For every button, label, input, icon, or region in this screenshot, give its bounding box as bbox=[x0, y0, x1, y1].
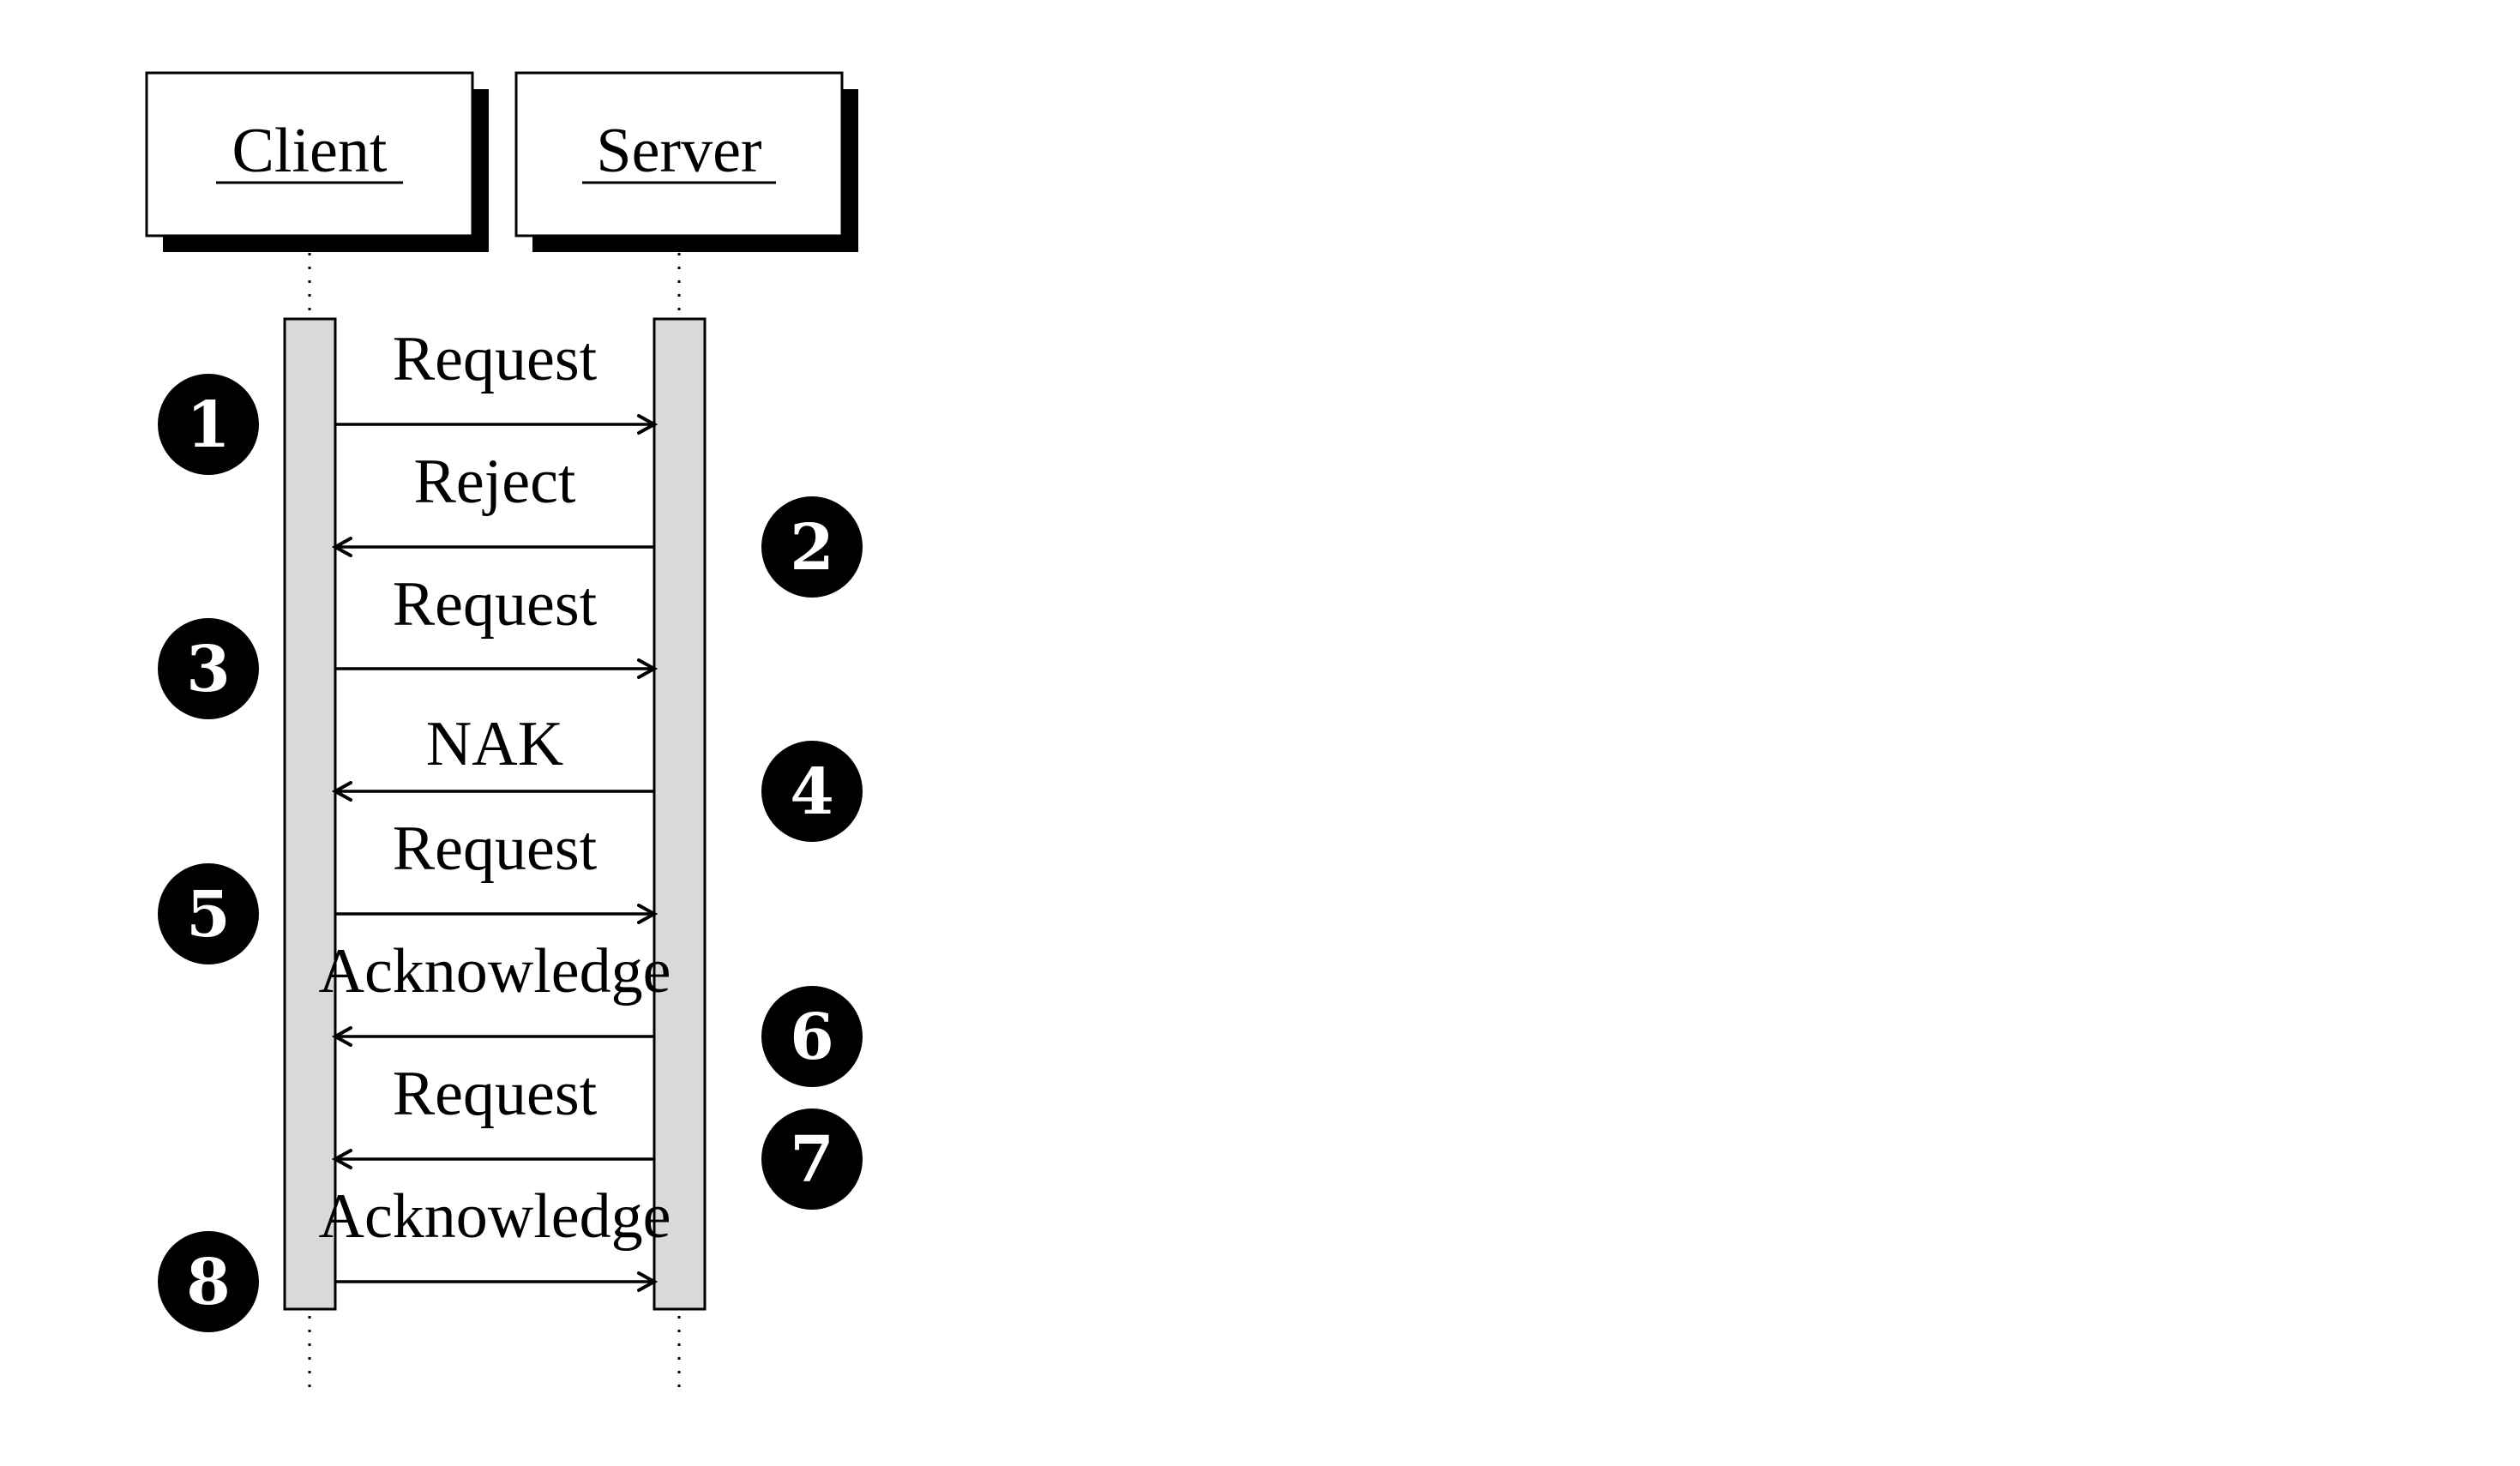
message-6: Acknowledge 6 bbox=[319, 936, 863, 1087]
step-badge-1-number: 1 bbox=[186, 388, 231, 462]
step-badge-1 bbox=[158, 374, 259, 475]
activation-bar-server bbox=[653, 317, 707, 1311]
step-badge-4 bbox=[761, 741, 863, 842]
message-4-label: NAK bbox=[426, 709, 563, 779]
step-badge-6 bbox=[761, 986, 863, 1087]
step-badge-2-number: 2 bbox=[790, 511, 834, 585]
step-badge-7 bbox=[761, 1109, 863, 1210]
message-7: Request 7 bbox=[335, 1059, 863, 1210]
message-1-label: Request bbox=[393, 324, 598, 394]
step-badge-4-number: 4 bbox=[790, 755, 834, 829]
participant-client-box bbox=[145, 71, 474, 237]
participant-server: Server bbox=[514, 71, 858, 252]
participant-client: Client bbox=[145, 71, 489, 252]
message-3: Request 3 bbox=[158, 569, 654, 719]
step-badge-6-number: 6 bbox=[790, 1000, 834, 1074]
message-6-label: Acknowledge bbox=[319, 936, 671, 1006]
participant-server-box bbox=[514, 71, 844, 237]
step-badge-2 bbox=[761, 496, 863, 598]
message-5: Request 5 bbox=[158, 814, 654, 964]
participant-client-label: Client bbox=[232, 116, 388, 186]
step-badge-8 bbox=[158, 1231, 259, 1332]
step-badge-7-number: 7 bbox=[790, 1123, 834, 1197]
message-2: Reject 2 bbox=[335, 447, 863, 598]
step-badge-8-number: 8 bbox=[186, 1246, 231, 1319]
message-8-label: Acknowledge bbox=[319, 1181, 671, 1252]
message-4: NAK 4 bbox=[335, 709, 863, 842]
step-badge-3-number: 3 bbox=[186, 633, 231, 706]
step-badge-3 bbox=[158, 618, 259, 719]
message-3-label: Request bbox=[393, 569, 598, 640]
message-2-label: Reject bbox=[413, 447, 575, 517]
message-5-label: Request bbox=[393, 814, 598, 884]
step-badge-5-number: 5 bbox=[186, 878, 231, 952]
message-8: Acknowledge 8 bbox=[158, 1181, 671, 1332]
participant-server-label: Server bbox=[596, 116, 761, 186]
message-7-label: Request bbox=[393, 1059, 598, 1129]
activation-bar-client bbox=[283, 317, 337, 1311]
step-badge-5 bbox=[158, 863, 259, 964]
message-1: Request 1 bbox=[158, 324, 654, 475]
